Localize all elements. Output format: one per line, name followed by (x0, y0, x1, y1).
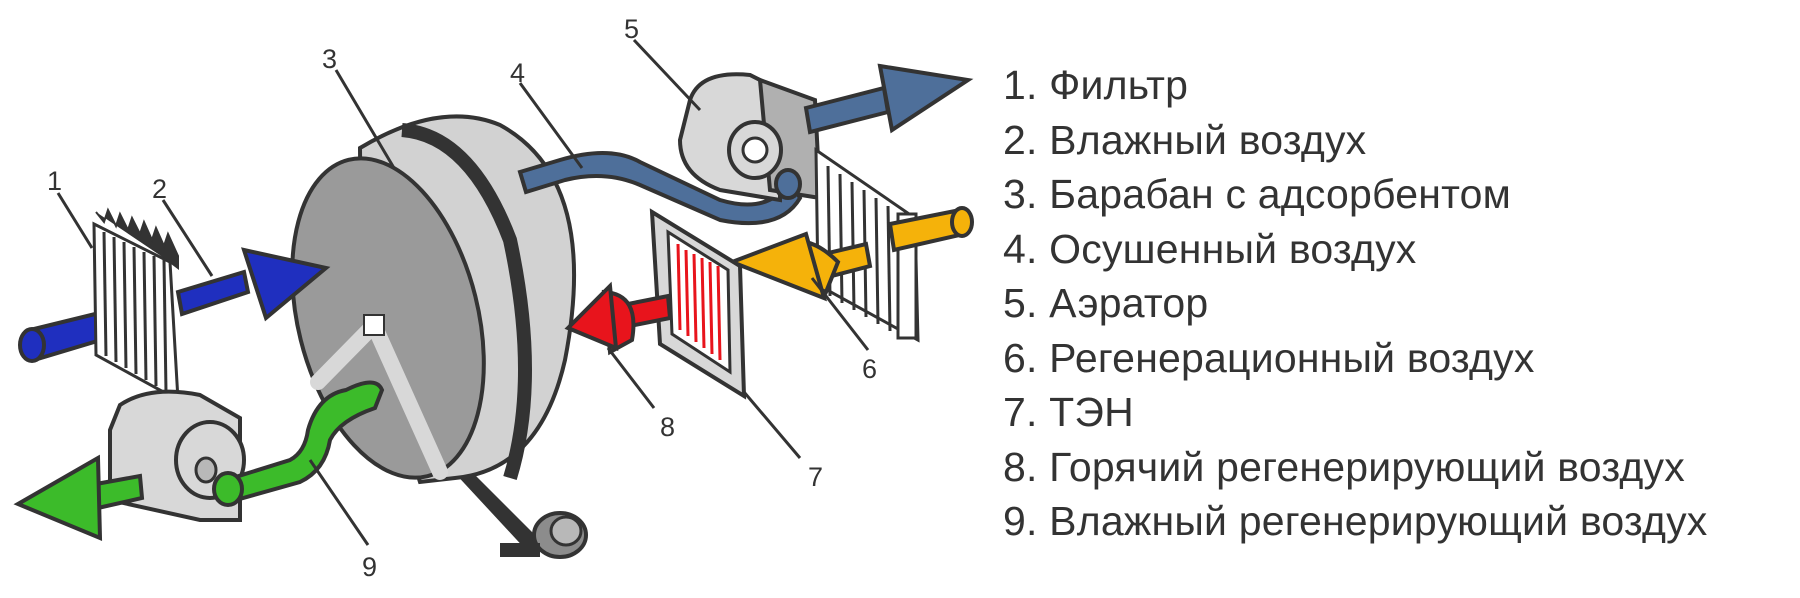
callout-leaders (56, 38, 870, 546)
heater (649, 208, 747, 400)
callout-9: 9 (362, 552, 377, 582)
legend-item-hot-regeneration-air: 8. Горячий регенерирующий воздух (1003, 443, 1685, 490)
legend-item-aerator: 5. Аэратор (1003, 280, 1209, 326)
regeneration-air-arrow (726, 206, 974, 302)
legend-item-dried-air: 4. Осушенный воздух (1003, 225, 1417, 272)
dried-air-arrow (803, 63, 974, 135)
humid-air-arrow (175, 247, 331, 322)
legend-item-adsorbent-drum: 3. Барабан с адсорбентом (1003, 171, 1512, 217)
legend-item-filter: 1. Фильтр (1003, 62, 1189, 108)
callout-3: 3 (322, 44, 337, 74)
legend-item-wet-regeneration-air: 9. Влажный регенерирующий воздух (1003, 498, 1708, 544)
desiccant-dehumidifier-diagram: 1 2 3 4 5 6 7 8 9 (13, 14, 974, 582)
drive-belt (452, 470, 548, 552)
callout-5: 5 (624, 14, 639, 44)
callout-1: 1 (47, 166, 62, 196)
filter (92, 207, 180, 403)
callout-6: 6 (862, 354, 877, 384)
callout-4: 4 (510, 58, 525, 88)
aerator (677, 72, 823, 203)
hot-regeneration-air-arrow (564, 281, 673, 356)
component-legend: 1. Фильтр 2. Влажный воздух 3. Барабан с… (1003, 58, 1793, 549)
legend-item-regeneration-air: 6. Регенерационный воздух (1003, 334, 1535, 381)
callout-2: 2 (152, 174, 167, 204)
legend-item-heater: 7. ТЭН (1003, 389, 1134, 435)
callout-8: 8 (660, 412, 675, 442)
callout-7: 7 (808, 462, 823, 492)
drive-motor (500, 511, 588, 559)
legend-item-humid-air: 2. Влажный воздух (1003, 116, 1367, 163)
